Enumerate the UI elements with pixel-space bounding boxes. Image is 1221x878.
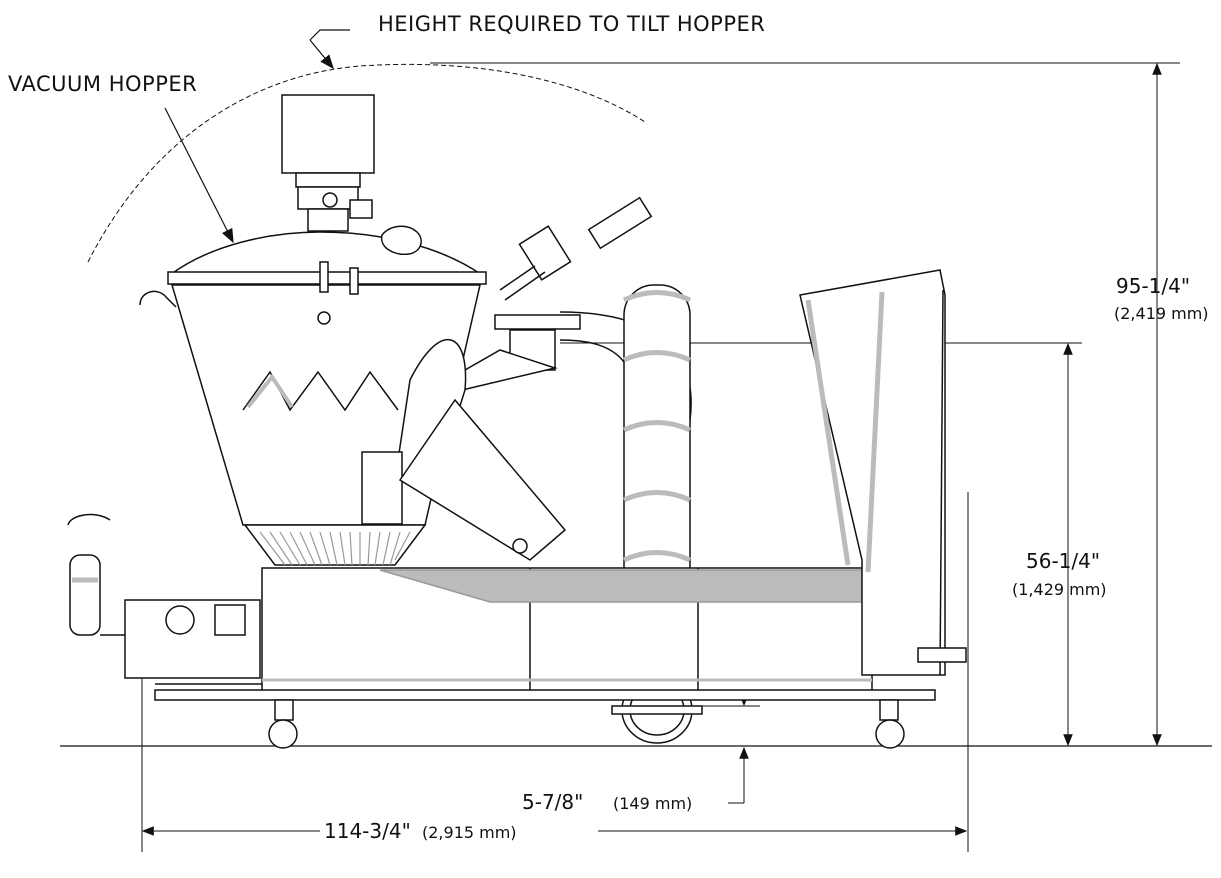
- vacuum-motor: [139, 94, 422, 325]
- tilt-height-label: HEIGHT REQUIRED TO TILT HOPPER: [378, 12, 766, 36]
- discharge-assembly: [67, 513, 261, 679]
- inlet-height-metric: (1,429 mm): [1012, 580, 1107, 599]
- leader-lines: [164, 29, 350, 244]
- overall-length-metric: (2,915 mm): [422, 823, 517, 842]
- casters: [268, 699, 905, 749]
- overall-length-value: 114-3/4": [324, 819, 411, 843]
- control-cabinet: [799, 269, 967, 676]
- inlet-height-value: 56-1/4": [1026, 549, 1101, 573]
- total-height-value: 95-1/4": [1116, 274, 1191, 298]
- vacuum-hopper-label: VACUUM HOPPER: [8, 72, 198, 96]
- ground-clearance-metric: (149 mm): [613, 794, 693, 813]
- base-frame: [154, 567, 936, 701]
- feeder-chute: [361, 338, 567, 561]
- total-height-metric: (2,419 mm): [1114, 304, 1209, 323]
- ground-clearance-value: 5-7/8": [522, 790, 584, 814]
- tilt-arc: [87, 63, 646, 263]
